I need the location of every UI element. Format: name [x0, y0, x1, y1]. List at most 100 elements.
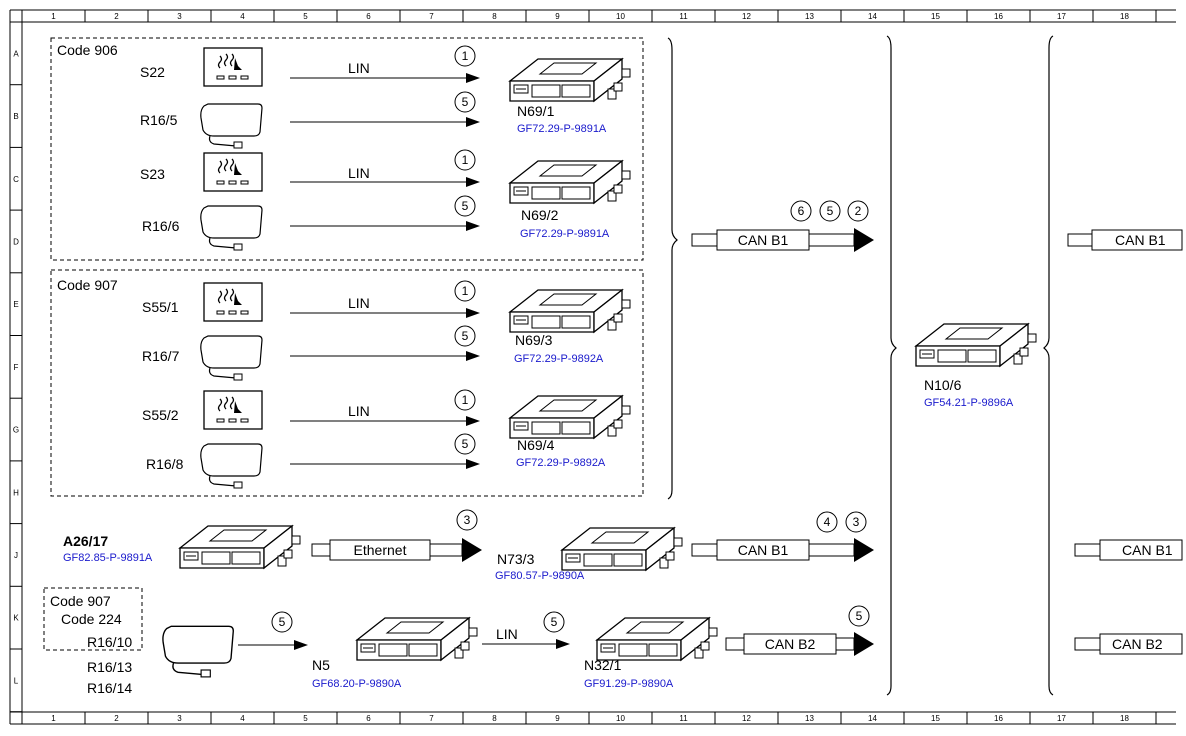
- grid-row-label: G: [13, 426, 19, 435]
- label-s55-2: S55/2: [142, 407, 179, 423]
- marker-3: 3: [853, 515, 860, 529]
- marker-5: 5: [462, 437, 469, 451]
- arrowhead-icon: [466, 73, 480, 83]
- marker-circle: [790, 200, 812, 222]
- grid-column-label: 12: [742, 714, 751, 723]
- marker-4: 4: [824, 515, 831, 529]
- brace-left-group: [667, 37, 678, 500]
- label-n69-3: N69/3: [515, 332, 553, 348]
- group-box-code-906: [50, 37, 644, 261]
- marker-1: 1: [462, 284, 469, 298]
- grid-column-label: 17: [1057, 12, 1066, 21]
- grid-column-label: 2: [114, 714, 119, 723]
- control-module-icon: [509, 160, 631, 204]
- grid-row-label: A: [13, 49, 19, 58]
- group-label-code-224: Code 224: [61, 611, 122, 627]
- group-label-code-907: Code 907: [57, 277, 118, 293]
- marker-circle: [845, 511, 867, 533]
- marker-5: 5: [856, 609, 863, 623]
- control-module-icon: [509, 289, 631, 333]
- grid-row-label: L: [14, 676, 19, 685]
- label-s22: S22: [140, 64, 165, 80]
- label-r16-7: R16/7: [142, 348, 180, 364]
- label-can-b1-2: CAN B1: [738, 542, 789, 558]
- grid-row-label: C: [13, 175, 19, 184]
- label-r16-5: R16/5: [140, 112, 178, 128]
- label-n69-1: N69/1: [517, 103, 555, 119]
- seat-heater-mat-icon: [200, 443, 263, 489]
- grid-column-label: 18: [1120, 714, 1129, 723]
- seat-heater-mat-icon: [200, 103, 263, 149]
- arrowhead-icon: [466, 308, 480, 318]
- grid-column-label: 16: [994, 714, 1003, 723]
- grid-frame: [9, 9, 1176, 725]
- arrowhead-icon: [466, 351, 480, 361]
- grid-row-label: F: [14, 363, 19, 372]
- control-module-icon: [509, 395, 631, 439]
- bus-arrowhead-icon: [854, 228, 874, 252]
- marker-5: 5: [462, 95, 469, 109]
- can-b1-label-box-right-2: [1099, 539, 1183, 561]
- can-b1-label-box-right: [1091, 229, 1183, 251]
- label-s23: S23: [140, 166, 165, 182]
- marker-circle: [454, 389, 476, 411]
- control-module-icon: [915, 323, 1037, 367]
- label-ethernet: Ethernet: [354, 542, 407, 558]
- seat-heater-switch-icon: [203, 390, 263, 430]
- marker-circle: [454, 433, 476, 455]
- label-lin: LIN: [496, 626, 518, 642]
- ref-n73-3: GF80.57-P-9890A: [495, 570, 585, 582]
- label-r16-6: R16/6: [142, 218, 180, 234]
- arrowhead-icon: [466, 459, 480, 469]
- column-ticks: [21, 10, 1157, 724]
- control-module-icon: [509, 58, 631, 102]
- label-lin: LIN: [348, 60, 370, 76]
- label-r16-10: R16/10: [87, 634, 132, 650]
- marker-5: 5: [279, 615, 286, 629]
- can-b1-label-box-2: [716, 539, 810, 561]
- row-ticks: [10, 21, 22, 713]
- grid-row-label: B: [13, 112, 18, 121]
- grid-column-label: 14: [868, 12, 877, 21]
- arrowhead-icon: [466, 221, 480, 231]
- marker-1: 1: [462, 393, 469, 407]
- marker-5: 5: [827, 204, 834, 218]
- marker-circle: [543, 611, 565, 633]
- marker-circle: [456, 509, 478, 531]
- ref-n32-1: GF91.29-P-9890A: [584, 678, 674, 690]
- grid-column-label: 1: [51, 12, 56, 21]
- ref-n69-1: GF72.29-P-9891A: [517, 123, 607, 135]
- label-n32-1: N32/1: [584, 657, 622, 673]
- grid-row-label: H: [13, 488, 19, 497]
- grid-row-label: K: [13, 614, 19, 623]
- label-r16-8: R16/8: [146, 456, 184, 472]
- grid-column-label: 8: [492, 714, 497, 723]
- marker-1: 1: [462, 153, 469, 167]
- control-module-icon: [356, 617, 478, 661]
- grid-column-label: 6: [366, 12, 371, 21]
- grid-column-label: 6: [366, 714, 371, 723]
- label-s55-1: S55/1: [142, 299, 179, 315]
- grid-column-label: 17: [1057, 714, 1066, 723]
- grid-column-label: 2: [114, 12, 119, 21]
- can-b1-label-box: [716, 229, 810, 251]
- grid-column-label: 13: [805, 12, 814, 21]
- marker-circle: [816, 511, 838, 533]
- control-module-icon: [596, 617, 718, 661]
- ref-a26-17: GF82.85-P-9891A: [63, 552, 153, 564]
- grid-column-label: 8: [492, 12, 497, 21]
- control-module-icon: [179, 525, 301, 569]
- marker-circle: [454, 280, 476, 302]
- marker-circle: [454, 195, 476, 217]
- seat-heater-switch-icon: [203, 47, 263, 87]
- label-can-b2: CAN B2: [765, 636, 816, 652]
- grid-column-label: 3: [177, 714, 182, 723]
- grid-row-label: D: [13, 237, 19, 246]
- grid-column-label: 7: [429, 714, 434, 723]
- marker-circle: [271, 611, 293, 633]
- grid-column-label: 11: [679, 714, 688, 723]
- grid-column-label: 14: [868, 714, 877, 723]
